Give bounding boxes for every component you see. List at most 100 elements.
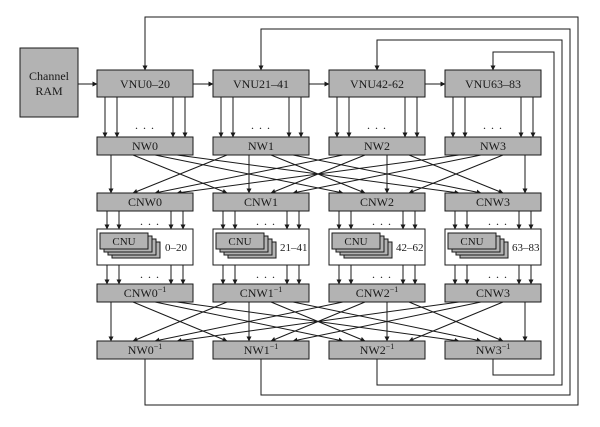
cnu-label-3: CNU [460,236,483,248]
nw-inverse-block-1: NW1−1 [212,340,310,360]
ellipsis: . . . [367,118,387,132]
svg-text:CNW0−1: CNW0−1 [124,285,167,300]
svg-text:NW1−1: NW1−1 [244,342,279,357]
ellipsis: . . . [140,214,160,228]
cnu-range-3: 63–83 [512,242,540,254]
nw-row: NW0 NW1 NW2 NW3 [96,136,542,156]
cnu-row: CNU 0–20 CNU 21–41 CNU 42–62 [96,228,542,266]
nw-inverse-block-0: NW0−1 [96,340,194,360]
nw-inverse-block-3: NW3−1 [444,340,542,360]
nw-inverse-block-2: NW2−1 [328,340,426,360]
cnw-inverse-block-3: CNW3 [444,283,542,303]
nw-inverse-sup-0: −1 [154,342,163,351]
ellipsis: . . . [488,267,508,281]
svg-text:CNW2−1: CNW2−1 [356,285,399,300]
vnu-label-0: VNU0–20 [120,77,170,91]
cnw-label-2: CNW2 [360,195,394,209]
ellipsis-row-2: . . . . . . . . . . . . [140,214,508,228]
ellipsis: . . . [135,118,155,132]
vnu-label-2: VNU42-62 [350,77,404,91]
cnw-inverse-to-nw-inverse-crossbar-line [292,301,482,343]
nw-label-0: NW0 [132,139,158,153]
vnu-block-3: VNU63–83 [444,69,542,98]
ellipsis: . . . [483,118,503,132]
nw-inverse-sup-1: −1 [270,342,279,351]
svg-text:CNW3: CNW3 [476,286,510,300]
feedback-line-3 [490,51,555,376]
cnw-inverse-to-nw-inverse-crossbar-line [408,301,504,342]
vnu-row: VNU0–20 VNU21–41 VNU42-62 VNU63–83 [96,69,542,98]
cnw-inverse-label-2: CNW2 [356,286,390,300]
ellipsis: . . . [256,214,276,228]
cnw-inverse-label-0: CNW0 [124,286,158,300]
cnu-range-1: 21–41 [280,242,308,254]
cnw-block-1: CNW1 [212,192,310,212]
nw-to-cnw-crossbar-line [132,154,228,194]
cnw-label-3: CNW3 [476,195,510,209]
cnw-block-3: CNW3 [444,192,542,212]
svg-text:CNW1−1: CNW1−1 [240,285,283,300]
nw-inverse-row: NW0−1 NW1−1 NW2−1 NW3−1 [96,340,542,360]
cnu-label-0: CNU [112,236,135,248]
nw-to-cnw-crossbar-line [154,154,344,195]
cnw-inverse-block-2: CNW2−1 [328,283,426,303]
vnu-label-1: VNU21–41 [233,77,289,91]
nw-label-3: NW3 [480,139,506,153]
vnu-label-3: VNU63–83 [465,77,521,91]
channel-ram-label-line2: RAM [35,84,63,98]
cnw-inverse-to-nw-inverse-crossbar-line [154,301,344,343]
feedback-line-0 [142,16,579,406]
cnw-label-1: CNW1 [244,195,278,209]
cnu-label-2: CNU [344,236,367,248]
nw-to-cnw-crossbar-line [292,154,482,195]
svg-text:NW3−1: NW3−1 [476,342,511,357]
nw-inverse-label-1: NW1 [244,343,270,357]
cnu-group-0: CNU 0–20 [96,228,194,266]
cnw-block-2: CNW2 [328,192,426,212]
cnu-group-1: CNU 21–41 [212,228,310,266]
nw-block-2: NW2 [328,136,426,156]
connection-lines [78,16,579,406]
cnw-row: CNW0 CNW1 CNW2 CNW3 [96,192,542,212]
ellipsis: . . . [256,267,276,281]
cnw-block-0: CNW0 [96,192,194,212]
cnw-inverse-label-3: CNW3 [476,286,510,300]
vnu-block-0: VNU0–20 [96,69,194,98]
feedback-line-2 [374,39,563,386]
nw-inverse-sup-3: −1 [502,342,511,351]
nw-inverse-label-2: NW2 [360,343,386,357]
cnu-range-0: 0–20 [165,242,188,254]
nw-inverse-label-3: NW3 [476,343,502,357]
channel-ram-label-line1: Channel [29,69,70,83]
cnu-group-2: CNU 42–62 [328,228,426,266]
cnw-inverse-to-nw-inverse-crossbar-line [132,301,228,342]
ellipsis-row-3: . . . . . . . . . . . . [140,267,508,281]
cnw-label-0: CNW0 [128,195,162,209]
ellipsis: . . . [251,118,271,132]
nw-block-0: NW0 [96,136,194,156]
cnw-inverse-row: CNW0−1 CNW1−1 CNW2−1 CNW3 [96,283,542,303]
cnw-inverse-sup-1: −1 [274,285,283,294]
cnu-group-3: CNU 63–83 [444,228,542,266]
nw-label-2: NW2 [364,139,390,153]
channel-ram-block: Channel RAM [19,47,79,118]
cnw-inverse-sup-0: −1 [158,285,167,294]
cnu-range-2: 42–62 [396,242,424,254]
nw-block-1: NW1 [212,136,310,156]
ellipsis-row-1: . . . . . . . . . . . . [135,118,503,132]
nw-inverse-sup-2: −1 [386,342,395,351]
svg-text:NW2−1: NW2−1 [360,342,395,357]
cnw-inverse-block-0: CNW0−1 [96,283,194,303]
ellipsis: . . . [488,214,508,228]
vnu-block-1: VNU21–41 [212,69,310,98]
nw-to-cnw-crossbar-line [176,154,460,195]
nw-block-3: NW3 [444,136,542,156]
cnw-inverse-sup-2: −1 [390,285,399,294]
cnw-inverse-block-1: CNW1−1 [212,283,310,303]
ellipsis: . . . [140,267,160,281]
nw-label-1: NW1 [248,139,274,153]
feedback-line-1 [258,28,571,396]
cnu-label-1: CNU [228,236,251,248]
ellipsis: . . . [372,267,392,281]
